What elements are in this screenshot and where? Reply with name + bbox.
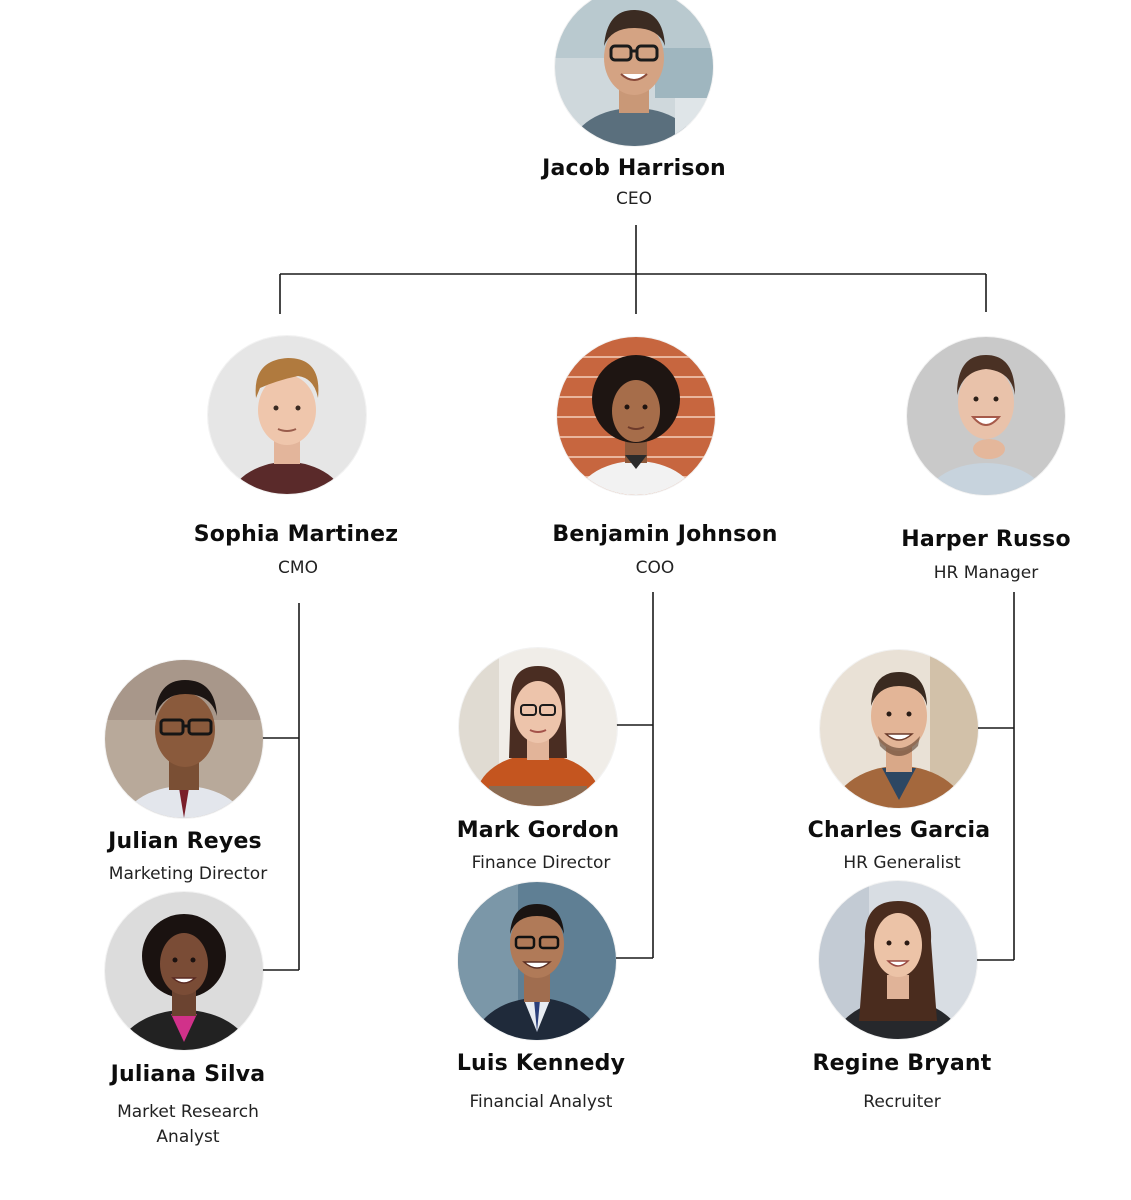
financial-analyst-avatar	[458, 882, 616, 1040]
marketing-director-avatar	[105, 660, 263, 818]
ceo-role: CEO	[616, 189, 652, 209]
marketing-director-role: Marketing Director	[108, 864, 268, 884]
cmo-role: CMO	[278, 558, 318, 578]
financial-analyst-role: Financial Analyst	[469, 1092, 613, 1112]
market-research-role-line1: Market Research	[117, 1102, 259, 1122]
recruiter-avatar	[819, 881, 977, 1039]
marketing-director-name: Julian Reyes	[108, 829, 262, 854]
recruiter-role: Recruiter	[863, 1092, 941, 1112]
market-research-name: Juliana Silva	[110, 1062, 266, 1087]
hr-generalist-role: HR Generalist	[843, 853, 961, 873]
ceo-name: Jacob Harrison	[542, 156, 726, 181]
finance-director-name: Mark Gordon	[456, 818, 620, 843]
cmo-avatar	[208, 336, 366, 494]
hr-generalist-avatar	[820, 650, 978, 808]
coo-role: COO	[635, 558, 675, 578]
market-research-avatar	[105, 892, 263, 1050]
recruiter-name: Regine Bryant	[812, 1051, 992, 1076]
coo-name: Benjamin Johnson	[552, 522, 778, 547]
finance-director-role: Finance Director	[471, 853, 611, 873]
market-research-role-line2: Analyst	[156, 1127, 220, 1147]
hr-name: Harper Russo	[901, 527, 1071, 552]
hr-avatar	[907, 337, 1065, 495]
finance-director-avatar	[459, 648, 617, 806]
hr-generalist-name: Charles Garcia	[807, 818, 991, 843]
financial-analyst-name: Luis Kennedy	[456, 1051, 626, 1076]
coo-avatar	[557, 337, 715, 495]
hr-role: HR Manager	[933, 563, 1039, 583]
cmo-name: Sophia Martinez	[193, 522, 399, 547]
